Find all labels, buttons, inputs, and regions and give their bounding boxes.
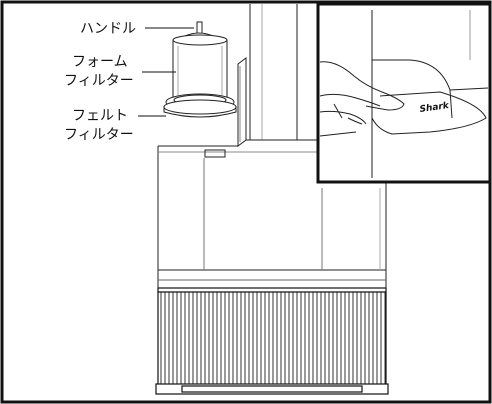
label-felt-filter-line1: フェルト (72, 108, 128, 124)
label-foam-filter-line1: フォーム (72, 54, 128, 70)
ribbed-grille (160, 292, 386, 386)
hinged-door (237, 57, 247, 147)
label-handle: ハンドル (80, 21, 136, 37)
vacuum-base (155, 383, 389, 395)
label-foam-filter-line2: フィルター (64, 73, 134, 89)
label-felt-filter-line2: フィルター (64, 127, 134, 143)
grille-frame (157, 287, 387, 389)
inset-detail: Shark (316, 2, 492, 184)
handle-knob (196, 21, 203, 35)
filter-assembly (163, 21, 237, 118)
foam-filter (172, 39, 228, 99)
inset-brand-mark: Shark (419, 101, 450, 115)
callout-leaders (138, 27, 194, 117)
